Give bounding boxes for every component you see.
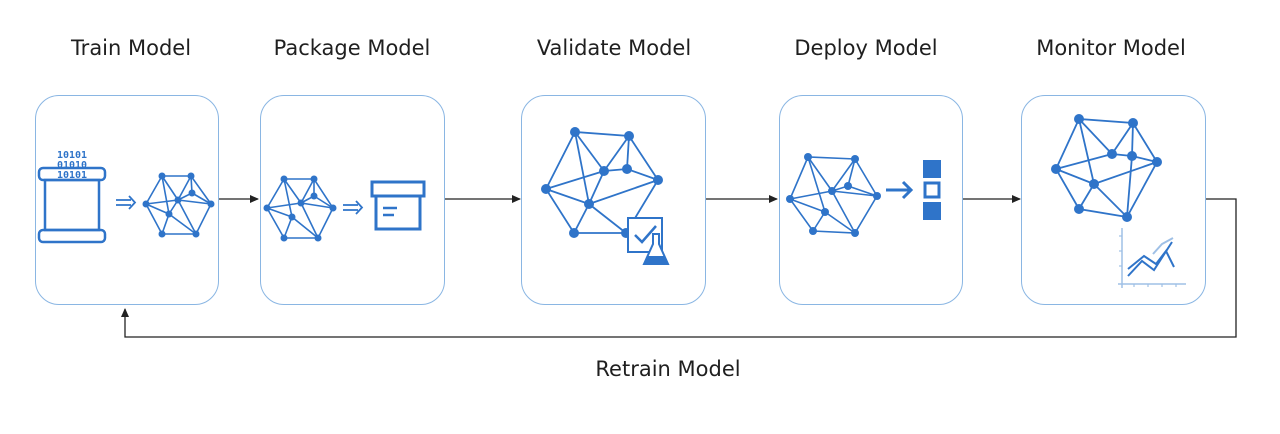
model-validation-icon (541, 127, 670, 265)
neural-network-icon (142, 172, 215, 238)
svg-text:10101: 10101 (57, 170, 87, 181)
svg-text:01010: 01010 (57, 160, 87, 171)
package-box-icon (370, 180, 426, 231)
checklist-flask-icon (627, 217, 670, 265)
model-monitor-icon (1051, 114, 1186, 288)
server-stack-icon (923, 160, 941, 220)
neural-network-icon (263, 175, 337, 242)
stage-box-deploy (779, 95, 963, 305)
model-to-package-icon (263, 175, 426, 242)
stage-title-package: Package Model (273, 36, 431, 60)
database-icon: 10101 01010 10101 (37, 150, 107, 244)
stage-title-deploy: Deploy Model (794, 36, 938, 60)
neural-network-icon (1051, 114, 1162, 222)
neural-network-icon (786, 153, 881, 237)
retrain-loop-arrow (121, 198, 1237, 338)
stage-title-monitor: Monitor Model (1036, 36, 1186, 60)
line-chart-icon (1118, 228, 1186, 288)
retrain-model-label: Retrain Model (595, 357, 741, 381)
stage-title-validate: Validate Model (536, 36, 692, 60)
double-arrow-icon (116, 195, 137, 210)
stage-box-validate (521, 95, 706, 305)
double-arrow-icon (343, 200, 364, 215)
stage-title-train: Train Model (70, 36, 192, 60)
svg-text:10101: 10101 (57, 150, 87, 161)
stage-box-train: 10101 01010 10101 (35, 95, 219, 305)
stage-box-monitor (1021, 95, 1206, 305)
neural-network-icon (541, 127, 663, 238)
deploy-arrow-icon (886, 180, 914, 200)
model-deploy-icon (786, 153, 941, 237)
data-to-model-icon: 10101 01010 10101 (37, 150, 215, 244)
stage-box-package (260, 95, 445, 305)
